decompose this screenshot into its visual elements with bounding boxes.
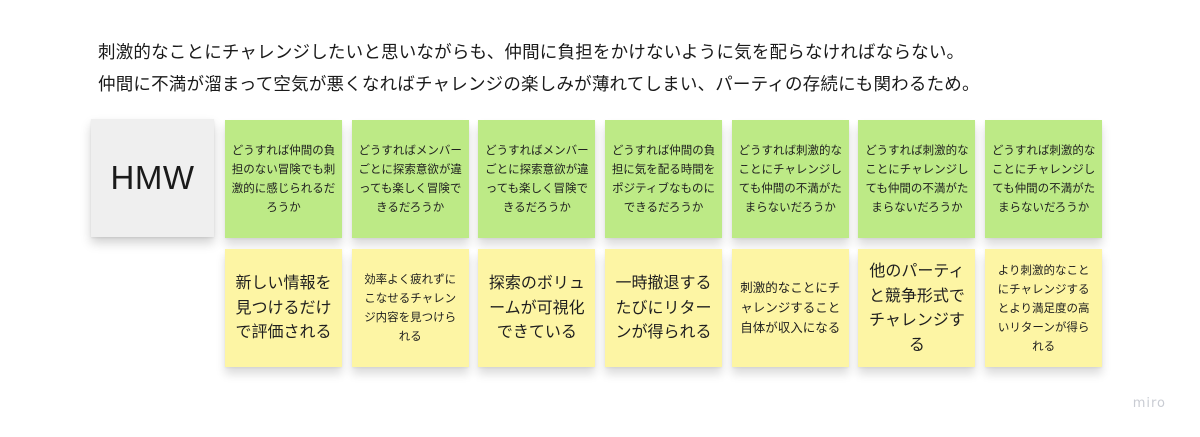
hmw-question-note[interactable]: どうすれば刺激的なことにチャレンジしても仲間の不満がたまらないだろうか bbox=[985, 120, 1103, 238]
idea-text: 一時撤退するたびにリターンが得られる bbox=[615, 273, 712, 342]
hmw-question-text: どうすれば刺激的なことにチャレンジしても仲間の不満がたまらないだろうか bbox=[738, 143, 843, 214]
idea-text: 効率よく疲れずにこなせるチャレンジ内容を見つけられる bbox=[364, 272, 457, 343]
idea-note[interactable]: 一時撤退するたびにリターンが得られる bbox=[605, 249, 723, 367]
idea-note[interactable]: より刺激的なことにチャレンジするとより満足度の高いリターンが得られる bbox=[985, 249, 1103, 367]
hmw-question-note[interactable]: どうすれば仲間の負担のない冒険でも刺激的に感じられるだろうか bbox=[225, 120, 342, 238]
hmw-question-text: どうすれば刺激的なことにチャレンジしても仲間の不満がたまらないだろうか bbox=[991, 143, 1096, 214]
idea-text: 探索のボリュームが可視化できている bbox=[488, 273, 585, 342]
miro-watermark: miro bbox=[1132, 396, 1166, 411]
hmw-question-text: どうすれば刺激的なことにチャレンジしても仲間の不満がたまらないだろうか bbox=[865, 143, 969, 214]
hmw-question-note[interactable]: どうすれば仲間の負担に気を配る時間をポジティブなものにできるだろうか bbox=[605, 120, 723, 238]
idea-note[interactable]: 新しい情報を見つけるだけで評価される bbox=[225, 249, 342, 367]
hmw-question-note[interactable]: どうすればメンバーごとに探索意欲が違っても楽しく冒険できるだろうか bbox=[351, 120, 469, 238]
hmw-question-text: どうすればメンバーごとに探索意欲が違っても楽しく冒険できるだろうか bbox=[485, 143, 589, 214]
hmw-question-note[interactable]: どうすれば刺激的なことにチャレンジしても仲間の不満がたまらないだろうか bbox=[731, 120, 849, 238]
problem-statement-line-2: 仲間に不満が溜まって空気が悪くなればチャレンジの楽しみが薄れてしまい、パーティの… bbox=[98, 75, 980, 95]
problem-statement: 刺激的なことにチャレンジしたいと思いながらも、仲間に負担をかけないように気を配ら… bbox=[98, 37, 1138, 101]
idea-row: 新しい情報を見つけるだけで評価される 効率よく疲れずにこなせるチャレンジ内容を見… bbox=[225, 249, 1103, 367]
idea-note[interactable]: 他のパーティと競争形式でチャレンジする bbox=[858, 249, 976, 367]
idea-text: より刺激的なことにチャレンジするとより満足度の高いリターンが得られる bbox=[997, 262, 1090, 353]
idea-note[interactable]: 探索のボリュームが可視化できている bbox=[478, 249, 596, 367]
idea-note[interactable]: 効率よく疲れずにこなせるチャレンジ内容を見つけられる bbox=[351, 249, 469, 367]
hmw-question-text: どうすればメンバーごとに探索意欲が違っても楽しく冒険できるだろうか bbox=[358, 143, 462, 214]
hmw-question-text: どうすれば仲間の負担に気を配る時間をポジティブなものにできるだろうか bbox=[611, 143, 716, 214]
idea-note[interactable]: 刺激的なことにチャレンジすること自体が収入になる bbox=[731, 249, 849, 367]
hmw-question-text: どうすれば仲間の負担のない冒険でも刺激的に感じられるだろうか bbox=[231, 143, 336, 214]
hmw-question-note[interactable]: どうすれば刺激的なことにチャレンジしても仲間の不満がたまらないだろうか bbox=[858, 120, 976, 238]
idea-text: 刺激的なことにチャレンジすること自体が収入になる bbox=[740, 280, 841, 335]
problem-statement-line-1: 刺激的なことにチャレンジしたいと思いながらも、仲間に負担をかけないように気を配ら… bbox=[98, 43, 965, 63]
hmw-label: HMW bbox=[110, 159, 195, 196]
idea-text: 他のパーティと競争形式でチャレンジする bbox=[868, 261, 965, 354]
idea-text: 新しい情報を見つけるだけで評価される bbox=[235, 273, 332, 342]
hmw-sticky-note[interactable]: HMW bbox=[91, 119, 214, 237]
hmw-question-row: どうすれば仲間の負担のない冒険でも刺激的に感じられるだろうか どうすればメンバー… bbox=[225, 120, 1103, 238]
hmw-question-note[interactable]: どうすればメンバーごとに探索意欲が違っても楽しく冒険できるだろうか bbox=[478, 120, 596, 238]
